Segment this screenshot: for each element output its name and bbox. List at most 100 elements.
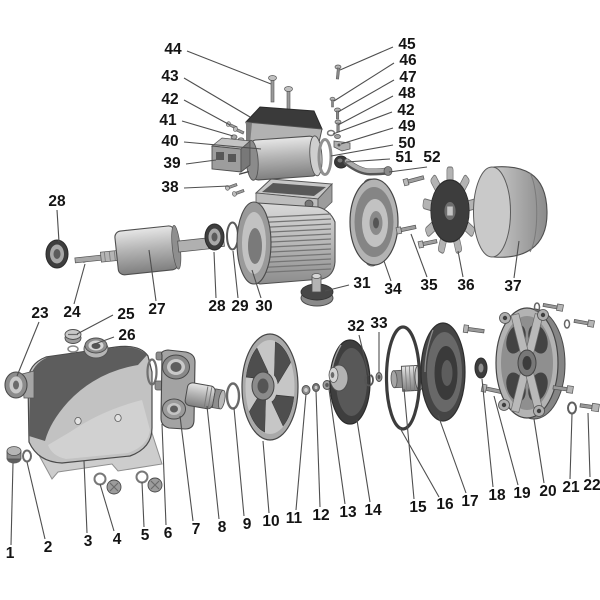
bolt-22 [579, 402, 600, 413]
port-plug [147, 477, 163, 493]
callout-30: 30 [255, 298, 272, 315]
leader-line-10 [262, 440, 270, 514]
through-bolt [417, 238, 438, 249]
callout-13: 13 [339, 504, 357, 521]
callout-1: 1 [6, 545, 15, 562]
ejector-assembly [154, 349, 226, 430]
leader-line-5 [141, 481, 145, 528]
leader-line-27 [148, 249, 157, 302]
small-screw [329, 96, 336, 108]
rubber-foot [300, 273, 334, 307]
callout-40: 40 [161, 133, 178, 150]
leader-line-43 [183, 77, 251, 118]
callout-47: 47 [399, 69, 416, 86]
callout-17: 17 [461, 493, 478, 510]
callout-8: 8 [218, 519, 227, 536]
leader-line-25 [76, 314, 114, 335]
flange-screw [462, 324, 485, 334]
leader-line-7 [179, 415, 194, 522]
body-hole [114, 413, 122, 422]
fan-cover [473, 166, 548, 258]
leader-line-48 [337, 95, 394, 126]
callout-5: 5 [141, 527, 150, 544]
callout-2: 2 [44, 539, 53, 556]
circlip-29 [226, 221, 239, 251]
leader-line-40 [183, 141, 262, 150]
bolt-washer [563, 319, 571, 329]
leader-line-51 [345, 158, 391, 163]
callout-44: 44 [164, 41, 182, 58]
leader-line-37 [513, 240, 520, 279]
leader-line-28 [213, 251, 217, 299]
body-hole [74, 416, 82, 425]
leader-line-3 [83, 460, 88, 534]
leader-line-36 [457, 250, 464, 278]
callout-37: 37 [504, 278, 521, 295]
callout-29: 29 [231, 298, 249, 315]
callout-39: 39 [163, 155, 181, 172]
cable-conduit [343, 158, 393, 176]
leader-line-45 [339, 46, 394, 71]
callout-4: 4 [113, 531, 122, 548]
small-screw [334, 64, 342, 80]
leader-line-34 [383, 260, 392, 282]
bearing-left [45, 239, 69, 269]
leader-line-35 [410, 233, 428, 278]
shaft-washer [375, 372, 383, 382]
leader-line-23 [16, 321, 40, 377]
cover-screw [284, 86, 293, 113]
callout-38: 38 [161, 179, 179, 196]
callout-42: 42 [397, 102, 414, 119]
leader-line-42 [183, 99, 231, 126]
leader-line-39 [185, 159, 217, 165]
callout-23: 23 [31, 305, 49, 322]
callout-7: 7 [192, 521, 201, 538]
body-o-ring [146, 358, 158, 386]
leader-line-47 [337, 79, 395, 113]
through-bolt [395, 224, 417, 235]
callout-24: 24 [63, 304, 81, 321]
callout-26: 26 [118, 327, 136, 344]
casing-cover [420, 322, 466, 422]
drain-plug [6, 446, 22, 464]
callout-21: 21 [562, 479, 580, 496]
callout-43: 43 [161, 68, 179, 85]
leader-line-14 [356, 419, 371, 503]
motor-stator [236, 178, 336, 285]
leader-line-50 [330, 144, 394, 157]
leader-line-52 [388, 166, 428, 173]
leader-line-6 [161, 423, 167, 526]
through-bolt [402, 175, 425, 187]
leader-line-8 [206, 405, 220, 520]
inlet-port [4, 370, 35, 399]
impeller [328, 339, 371, 425]
leader-line-41 [181, 120, 234, 137]
callout-33: 33 [370, 315, 388, 332]
leader-line-32 [358, 334, 370, 377]
callout-49: 49 [398, 118, 416, 135]
callout-18: 18 [488, 487, 506, 504]
venturi-tube [184, 382, 226, 410]
callout-35: 35 [420, 277, 438, 294]
leader-line-38 [183, 185, 230, 189]
cable-grommet [334, 155, 348, 169]
leader-line-12 [315, 390, 321, 508]
callout-52: 52 [423, 149, 440, 166]
callout-46: 46 [399, 52, 417, 69]
leader-line-18 [481, 378, 494, 488]
leader-line-20 [533, 418, 545, 484]
callout-3: 3 [84, 533, 93, 550]
small-screw [334, 119, 342, 133]
leader-line-4 [99, 483, 115, 532]
plug-o-ring [67, 345, 79, 353]
o-ring-large [384, 325, 422, 431]
hex-bolt [573, 319, 595, 328]
callout-9: 9 [243, 516, 252, 533]
bolt-washer [533, 302, 541, 312]
leader-line-11 [295, 393, 307, 511]
callout-15: 15 [409, 499, 427, 516]
callout-12: 12 [312, 507, 329, 524]
callout-42: 42 [161, 91, 178, 108]
